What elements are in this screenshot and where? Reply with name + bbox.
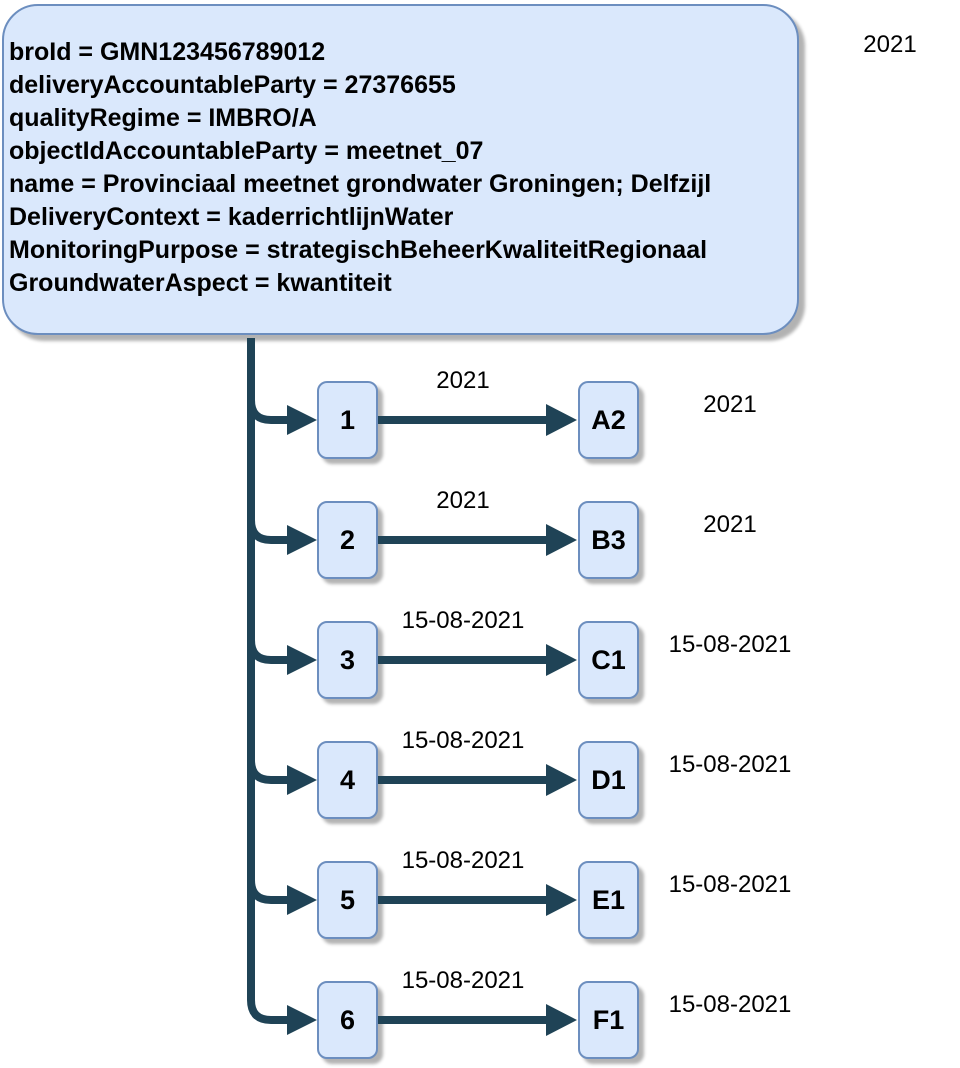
measuring-point-label: 4	[339, 764, 356, 795]
monitoring-tube-box: D1	[578, 741, 639, 819]
row-date-label: 15-08-2021	[668, 991, 792, 1018]
monitoring-tube-label: F1	[592, 1004, 625, 1035]
link-arrow-icon	[378, 1004, 577, 1036]
monitoring-tube-label: A2	[591, 404, 626, 435]
edge-date-label: 15-08-2021	[401, 727, 525, 754]
measuring-point-label: 5	[339, 884, 356, 915]
edge-date-label: 2021	[436, 487, 490, 514]
branch-arrow-icon	[247, 840, 317, 915]
branch-arrow-icon	[247, 720, 317, 795]
monitoring-tube-label: C1	[591, 644, 626, 675]
link-arrow-icon	[378, 404, 577, 436]
edge-date-label: 15-08-2021	[401, 847, 525, 874]
gmn-attributes-box: broId = GMN123456789012 deliveryAccounta…	[2, 4, 799, 335]
measuring-point-row: 6 15-08-2021 F1 15-08-2021	[0, 960, 960, 1068]
row-date-label: 15-08-2021	[668, 751, 792, 778]
measuring-point-row: 3 15-08-2021 C1 15-08-2021	[0, 600, 960, 720]
measuring-point-row: 4 15-08-2021 D1 15-08-2021	[0, 720, 960, 840]
measuring-point-row: 5 15-08-2021 E1 15-08-2021	[0, 840, 960, 960]
monitoring-tube-label: B3	[591, 524, 626, 555]
measuring-point-box: 4	[317, 741, 378, 819]
attr-delivery-context: DeliveryContext = kaderrichtlijnWater	[9, 203, 454, 231]
attr-name: name = Provinciaal meetnet grondwater Gr…	[9, 170, 712, 198]
row-date-label: 2021	[703, 391, 757, 418]
measuring-point-box: 6	[317, 981, 378, 1059]
link-arrow-icon	[378, 524, 577, 556]
measuring-point-label: 3	[339, 644, 356, 675]
branch-arrow-icon	[247, 600, 317, 675]
monitoring-tube-box: E1	[578, 861, 639, 939]
branch-arrow-icon	[247, 360, 317, 435]
branch-arrow-icon	[247, 960, 317, 1035]
gmn-attributes-text: broId = GMN123456789012 deliveryAccounta…	[9, 36, 793, 300]
row-date-label: 2021	[703, 511, 757, 538]
link-arrow-icon	[378, 644, 577, 676]
measuring-point-row: 2 2021 B3 2021	[0, 480, 960, 600]
measuring-point-box: 5	[317, 861, 378, 939]
edge-date-label: 2021	[436, 367, 490, 394]
attr-broid: broId = GMN123456789012	[9, 38, 326, 66]
monitoring-tube-box: F1	[578, 981, 639, 1059]
row-date-label: 15-08-2021	[668, 631, 792, 658]
edge-date-label: 15-08-2021	[401, 967, 525, 994]
monitoring-tube-box: C1	[578, 621, 639, 699]
trunk-connector-line	[247, 338, 255, 978]
link-arrow-icon	[378, 884, 577, 916]
measuring-point-label: 1	[339, 404, 356, 435]
monitoring-tube-label: E1	[591, 884, 626, 915]
attr-object-id-accountable-party: objectIdAccountableParty = meetnet_07	[9, 137, 484, 165]
attr-delivery-accountable-party: deliveryAccountableParty = 27376655	[9, 71, 456, 99]
branch-arrow-icon	[247, 480, 317, 555]
monitoring-tube-label: D1	[591, 764, 626, 795]
row-date-label: 15-08-2021	[668, 871, 792, 898]
measuring-point-box: 1	[317, 381, 378, 459]
measuring-point-box: 2	[317, 501, 378, 579]
measuring-point-label: 6	[339, 1004, 356, 1035]
edge-date-label: 15-08-2021	[401, 607, 525, 634]
link-arrow-icon	[378, 764, 577, 796]
monitoring-tube-box: B3	[578, 501, 639, 579]
measuring-point-row: 1 2021 A2 2021	[0, 360, 960, 480]
attr-monitoring-purpose: MonitoringPurpose = strategischBeheerKwa…	[9, 236, 708, 264]
top-right-year-label: 2021	[863, 31, 917, 58]
attr-groundwater-aspect: GroundwaterAspect = kwantiteit	[9, 269, 392, 297]
measuring-point-box: 3	[317, 621, 378, 699]
attr-quality-regime: qualityRegime = IMBRO/A	[9, 104, 317, 132]
monitoring-tube-box: A2	[578, 381, 639, 459]
measuring-point-label: 2	[339, 524, 356, 555]
